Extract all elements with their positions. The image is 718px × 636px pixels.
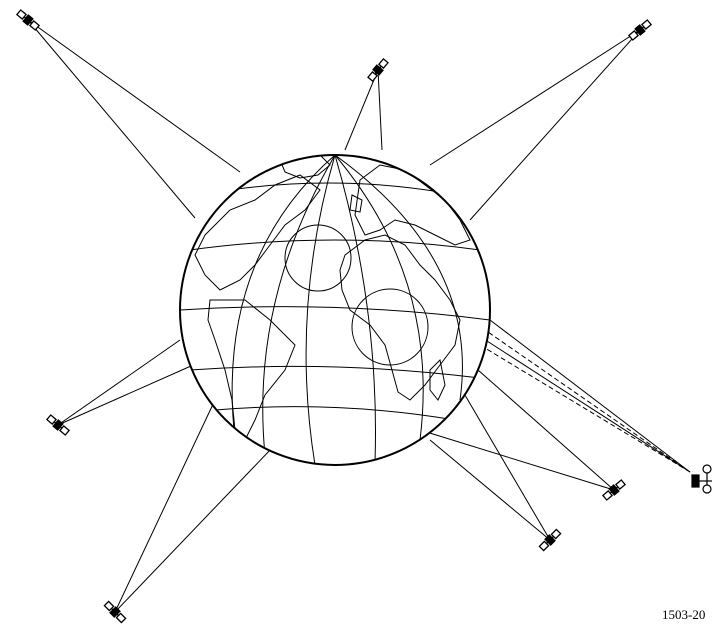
- satellite-icon: [628, 19, 652, 41]
- beam-line: [115, 448, 272, 612]
- globe-icon: [180, 152, 490, 465]
- beam-line: [430, 30, 640, 165]
- beam-line: [462, 390, 550, 540]
- beam-line: [28, 20, 195, 218]
- beam-line: [430, 440, 550, 540]
- beam-line: [58, 362, 200, 425]
- satellite-icon: [16, 9, 40, 31]
- beam-line: [58, 340, 180, 425]
- beam-line: [480, 345, 690, 472]
- beam-line: [488, 332, 690, 472]
- satellite-icon: [46, 414, 70, 436]
- beam-line: [470, 330, 690, 472]
- beam-line: [28, 20, 240, 172]
- beam-line: [378, 70, 382, 150]
- beam-line: [345, 70, 378, 150]
- beam-line: [478, 370, 614, 490]
- beam-line: [490, 320, 690, 472]
- figure-code: 1503-20: [662, 607, 705, 623]
- beam-line: [470, 30, 640, 220]
- beam-line: [420, 430, 614, 490]
- satellite-icon: [539, 529, 562, 552]
- ground-terminal-icon: [692, 465, 712, 493]
- beam-line: [115, 400, 215, 612]
